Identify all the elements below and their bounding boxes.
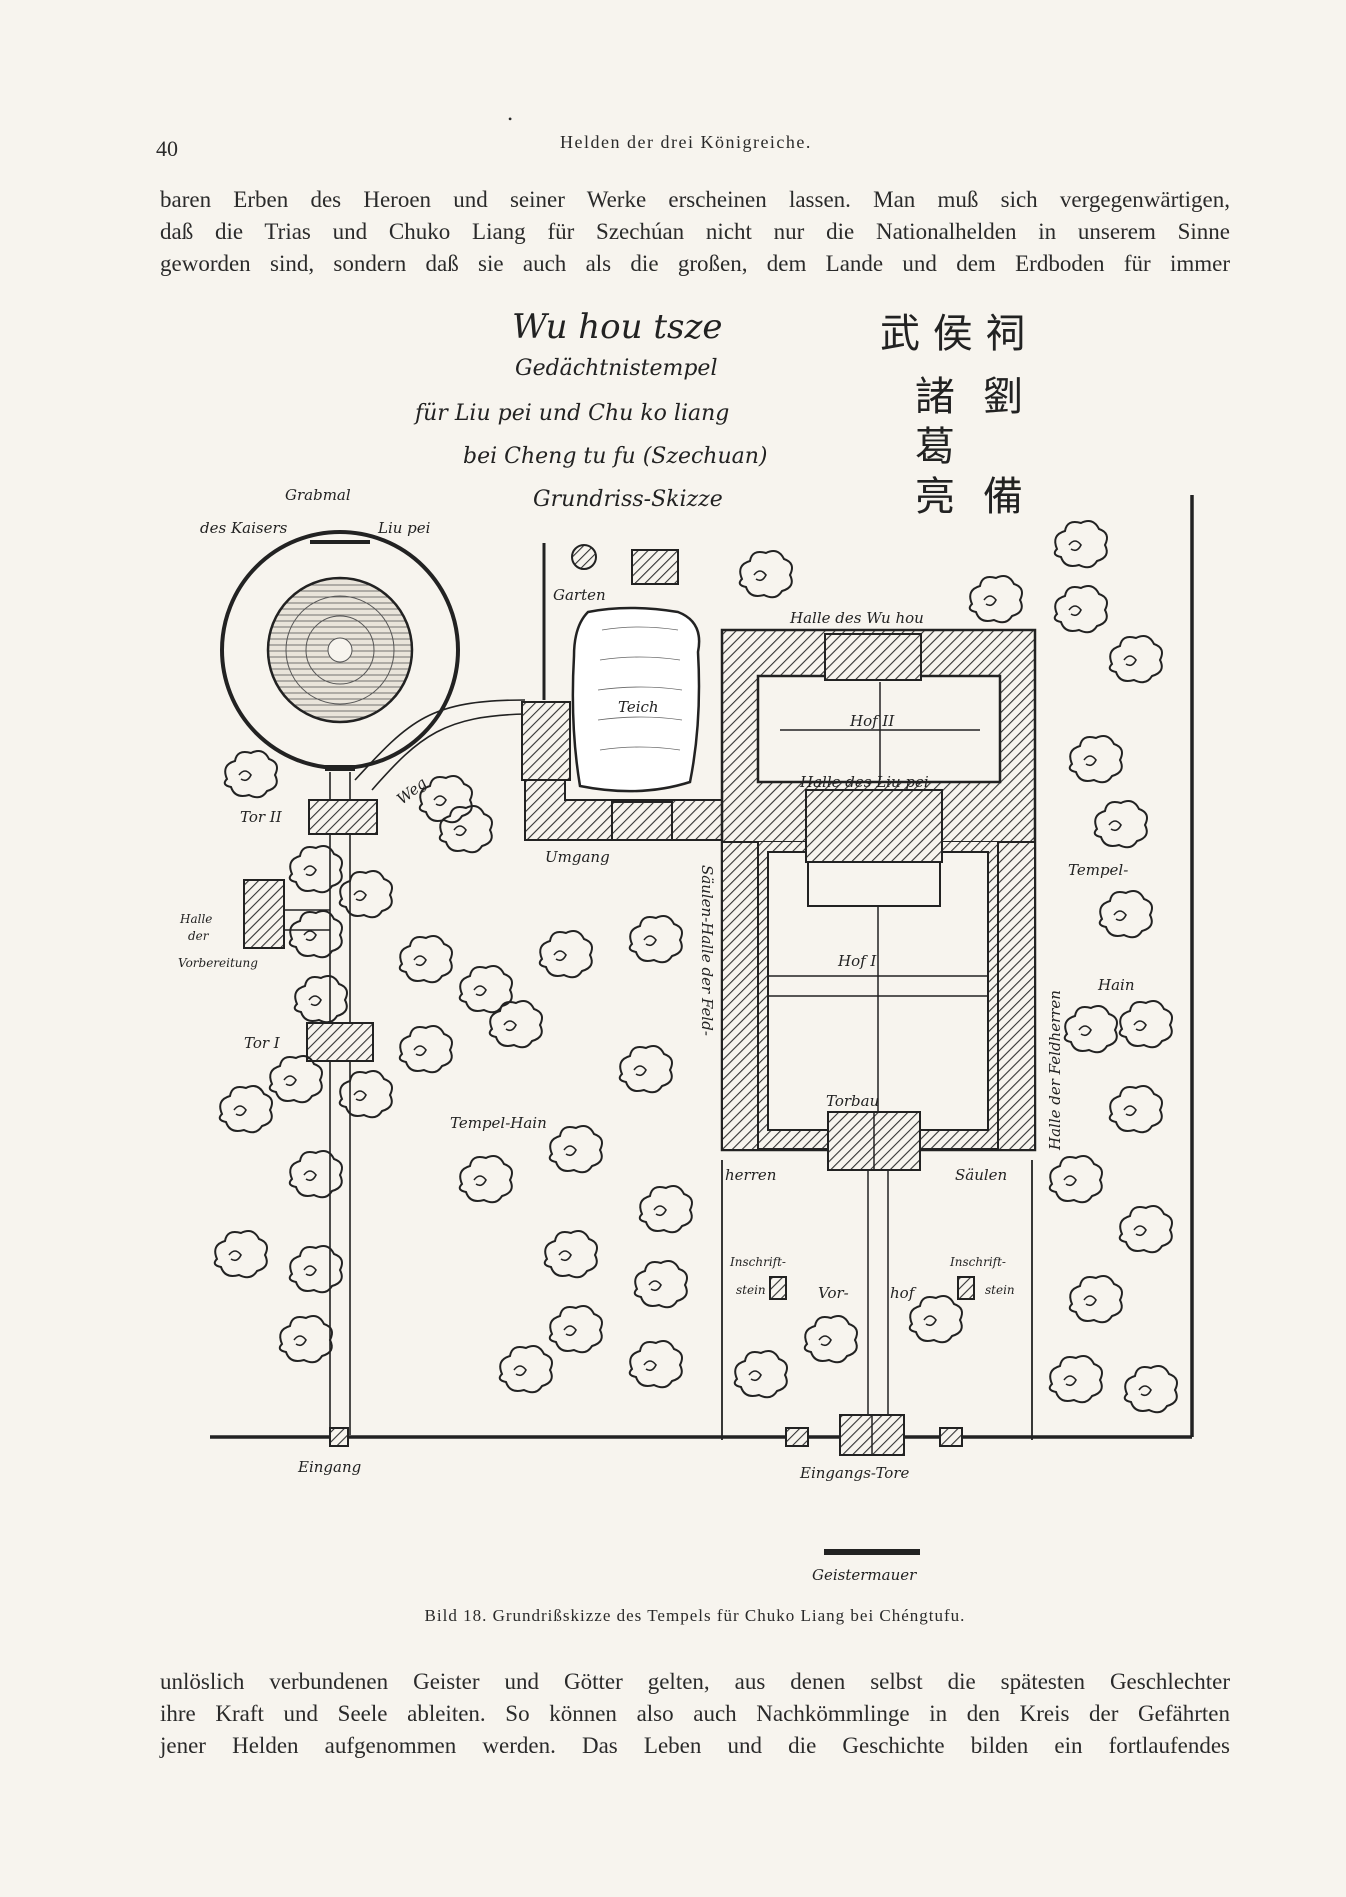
label-saeulenhalle: Säulen-Halle der Feld- [698,865,716,1036]
label-hof-2: Hof II [849,712,895,730]
label-der: der [188,929,210,943]
label-herren: herren [725,1166,776,1184]
chinese-col-right-1: 劉 [983,374,1023,420]
label-eingang: Eingang [297,1458,361,1476]
figure-title: Wu hou tsze [512,307,723,347]
label-inschrift-right: Inschrift- [949,1255,1006,1269]
label-liu-pei: Liu pei [377,519,431,537]
label-halle: Halle [179,912,212,926]
label-halle-liu-pei: Halle des Liu pei [799,773,929,791]
chinese-col-left-2: 葛 [915,424,955,470]
label-umgang: Umgang [545,848,610,866]
paragraph-line: daß die Trias und Chuko Liang für Szechú… [160,219,1230,244]
chinese-col-left-1: 諸 [915,374,955,420]
label-eingangs-tore: Eingangs-Tore [799,1464,909,1482]
tor-2-gate [308,799,378,835]
figure-subtitle-3: bei Cheng tu fu (Szechuan) [463,444,768,469]
chinese-col-left-3: 亮 [915,474,955,520]
label-stein-left: stein [736,1283,766,1297]
label-vorbereitung: Vorbereitung [178,956,258,970]
hall-of-preparation [243,879,285,949]
paragraph-bottom: unlöslich verbundenen Geister und Götter… [160,1666,1230,1762]
label-des-kaisers: des Kaisers [200,519,288,537]
chinese-col-right-2: 備 [983,474,1023,520]
label-hain: Hain [1097,976,1134,994]
chinese-title: 武 侯 祠 [880,311,1025,357]
label-halle-wu-hou: Halle des Wu hou [789,609,924,627]
label-tempel-right: Tempel- [1068,861,1128,879]
label-hof: hof [890,1284,917,1302]
paragraph-line: ihre Kraft und Seele ableiten. So können… [160,1701,1230,1726]
paragraph-top: baren Erben des Heroen und seiner Werke … [160,184,1230,280]
label-teich: Teich [618,698,659,716]
paragraph-line: unlöslich verbundenen Geister und Götter… [160,1669,1230,1694]
paragraph-line: baren Erben des Heroen und seiner Werke … [160,187,1230,212]
label-stein-right: stein [985,1283,1015,1297]
label-garten: Garten [553,586,606,604]
figure-subtitle-4: Grundriss-Skizze [533,487,723,512]
page-number: 40 [156,136,178,161]
label-hof-1: Hof I [837,952,877,970]
figure-subtitle-2: für Liu pei und Chu ko liang [413,401,729,426]
label-halle-der-feldherren: Halle der Feldherren [1046,990,1064,1151]
label-tor-1: Tor I [244,1034,281,1052]
pond [571,606,701,793]
label-saeulen: Säulen [955,1166,1007,1184]
label-inschrift-left: Inschrift- [729,1255,786,1269]
label-torbau: Torbau [826,1092,879,1110]
label-weg: Weg [393,774,430,808]
label-tempel-hain: Tempel-Hain [450,1114,547,1132]
label-vor: Vor- [818,1284,849,1302]
running-title: Helden der drei Königreiche. [560,132,812,152]
paragraph-line: jener Helden aufgenommen werden. Das Leb… [160,1733,1230,1758]
paragraph-line: geworden sind, sondern daß sie auch als … [160,251,1230,276]
figure-subtitle-1: Gedächtnistempel [515,356,717,381]
label-tor-2: Tor II [240,808,283,826]
header-dot: • [508,112,513,126]
tor-1-gate [306,1022,374,1062]
figure-caption: Bild 18. Grundrißskizze des Tempels für … [424,1606,966,1625]
label-geistermauer: Geistermauer [812,1566,917,1584]
spirit-wall [824,1549,920,1555]
label-grabmal: Grabmal [285,486,351,504]
